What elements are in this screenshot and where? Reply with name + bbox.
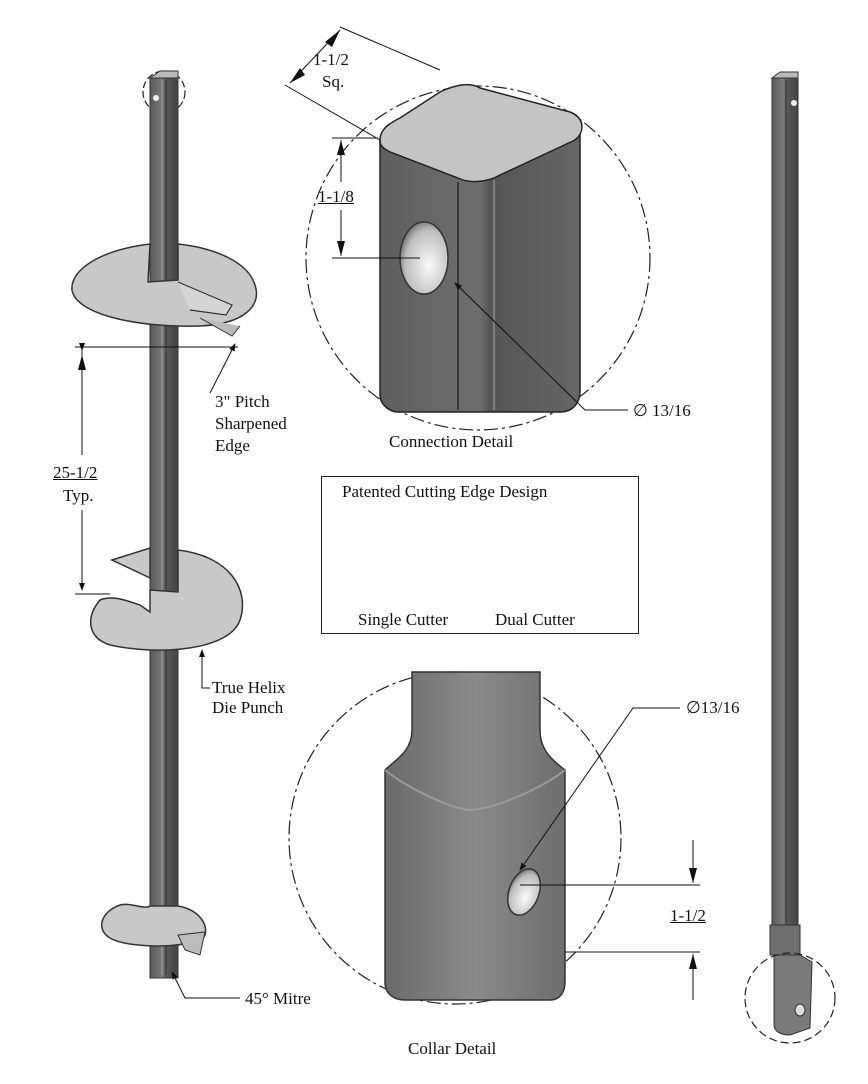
- spacing-note: Typ.: [63, 486, 94, 505]
- connection-detail-drawing: [284, 26, 651, 431]
- connection-hole-diameter: ∅ 13/16: [633, 401, 691, 420]
- collar-callout-circle: [744, 952, 836, 1044]
- collar-detail-drawing: [288, 671, 700, 1005]
- square-size-note: Sq.: [322, 72, 345, 91]
- helix-plate-top: [71, 243, 258, 337]
- collar-hole-diameter: ∅13/16: [686, 698, 740, 717]
- mitre-label: 45° Mitre: [245, 989, 311, 1008]
- connection-detail-title: Connection Detail: [389, 432, 514, 451]
- dual-cutter-label: Dual Cutter: [495, 610, 575, 629]
- square-size-value: 1-1/2: [313, 50, 349, 69]
- cutting-edge-design-box: [321, 476, 639, 634]
- hole-offset-value: 1-1/8: [318, 187, 354, 206]
- helix-plate-bottom: [100, 903, 207, 956]
- collar-hole-offset: 1-1/2: [670, 906, 706, 925]
- spacing-value: 25-1/2: [53, 463, 98, 482]
- pitch-label-line2: Sharpened: [215, 414, 287, 433]
- die-punch-label-line1: True Helix: [212, 678, 286, 697]
- die-punch-label-line2: Die Punch: [212, 698, 284, 717]
- pile-shaft: [149, 77, 179, 979]
- pitch-label-line3: Edge: [215, 436, 250, 455]
- collar-hole: [506, 868, 542, 916]
- pin-hole-icon: [153, 95, 159, 101]
- right-pile-extension: [744, 71, 836, 1044]
- collar-detail-title: Collar Detail: [408, 1039, 497, 1058]
- cutting-edge-title: Patented Cutting Edge Design: [342, 482, 548, 501]
- pitch-label-line1: 3" Pitch: [215, 392, 270, 411]
- single-cutter-label: Single Cutter: [358, 610, 449, 629]
- left-pile: [71, 70, 258, 999]
- helix-plate-middle: [90, 546, 244, 651]
